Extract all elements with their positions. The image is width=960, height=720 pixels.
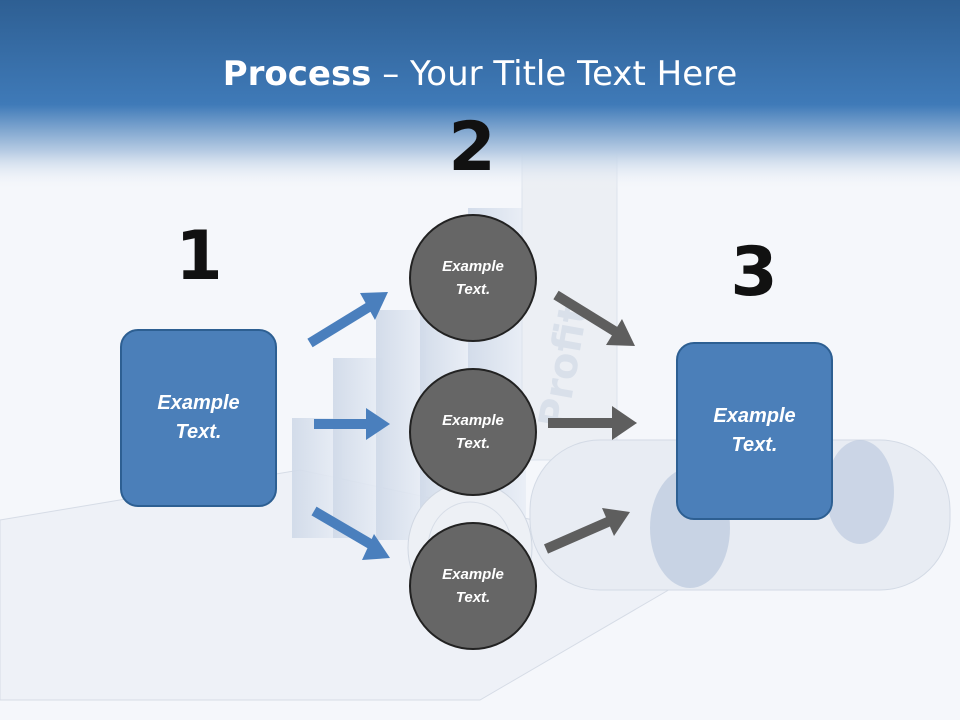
arrow-blue-up-icon [307, 292, 388, 348]
title-rest: – Your Title Text Here [371, 54, 738, 94]
page-title: Process – Your Title Text Here [0, 52, 960, 96]
arrow-blue-down-icon [311, 506, 390, 560]
arrow-gray-down-icon [553, 290, 635, 346]
arrow-blue-right-icon [314, 408, 390, 440]
step-number-1: 1 [175, 217, 223, 296]
step-2-circle-middle: Example Text. [409, 368, 537, 496]
step-3-box: Example Text. [676, 342, 833, 520]
step-1-box: Example Text. [120, 329, 277, 507]
step-number-2: 2 [448, 108, 496, 187]
step-number-3: 3 [730, 233, 778, 312]
arrow-gray-up-icon [543, 508, 630, 554]
step-2-circle-bottom: Example Text. [409, 522, 537, 650]
title-bold: Process [222, 54, 372, 94]
step-2-circle-top: Example Text. [409, 214, 537, 342]
arrow-gray-right-icon [548, 406, 637, 440]
